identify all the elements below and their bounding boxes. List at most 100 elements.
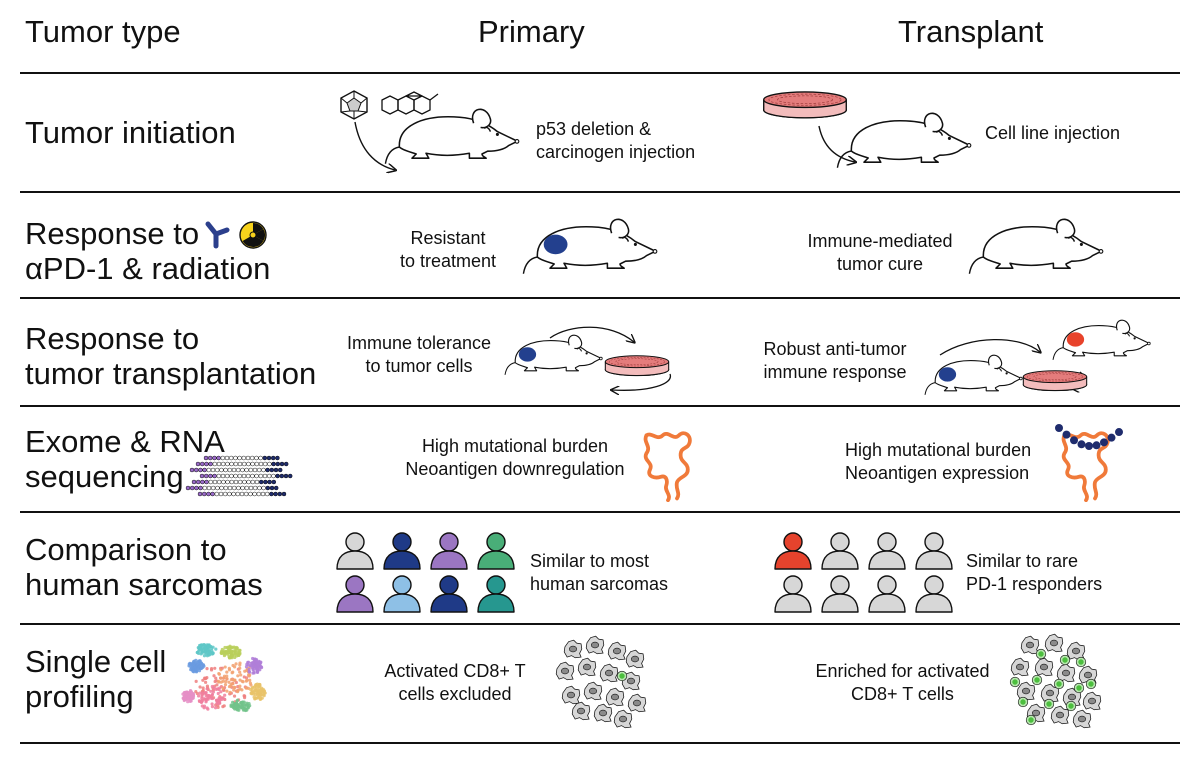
read-base xyxy=(254,461,260,467)
tsne-point xyxy=(230,645,234,649)
tsne-point xyxy=(234,645,239,650)
tsne-point xyxy=(201,663,206,667)
read-base xyxy=(239,491,245,497)
tsne-point xyxy=(205,667,209,671)
tsne-point xyxy=(254,666,259,670)
person-icon xyxy=(821,532,859,570)
text-line: immune response xyxy=(763,362,907,382)
tsne-point xyxy=(247,702,251,706)
read-base xyxy=(244,467,249,473)
read-base xyxy=(273,485,279,491)
people-grid-transplant xyxy=(774,532,953,613)
neoantigen-bead xyxy=(1092,441,1101,450)
tsne-point xyxy=(242,675,246,679)
person-icon xyxy=(430,532,468,570)
read-base xyxy=(219,485,224,491)
read-base xyxy=(273,467,279,473)
intestine-icon xyxy=(640,430,696,502)
read-base xyxy=(235,467,241,473)
tsne-point xyxy=(260,696,264,700)
read-base xyxy=(250,479,256,485)
read-base xyxy=(189,467,195,473)
read-base xyxy=(218,491,224,497)
tsne-point xyxy=(217,701,222,705)
tsne-point xyxy=(227,668,232,672)
tumor-cell xyxy=(1082,691,1102,711)
tsne-point xyxy=(223,645,227,650)
read-base xyxy=(269,491,274,497)
tsne-point xyxy=(228,690,232,694)
read-base xyxy=(229,461,234,467)
tsne-point xyxy=(199,662,203,666)
tsne-point xyxy=(192,662,196,666)
tsne-point xyxy=(240,702,244,706)
read-base xyxy=(281,491,287,497)
tsne-point xyxy=(225,670,229,674)
tsne-point xyxy=(248,678,252,682)
tsne-point xyxy=(230,650,234,654)
tsne-point xyxy=(238,666,242,670)
read-base xyxy=(219,467,224,473)
read-base xyxy=(258,473,264,479)
read-base xyxy=(195,479,201,485)
read-base xyxy=(250,473,255,479)
tsne-point xyxy=(223,665,227,669)
tsne-point xyxy=(203,650,207,654)
read-base xyxy=(224,455,230,461)
tumor-cell xyxy=(563,639,583,659)
tsne-point xyxy=(210,702,214,706)
read-base xyxy=(233,455,238,461)
row-divider xyxy=(20,191,1180,193)
mouse-icon xyxy=(968,212,1108,288)
tsne-point xyxy=(238,663,242,667)
tsne-point xyxy=(216,691,220,696)
text-line: Neoantigen downregulation xyxy=(405,459,625,479)
tsne-point xyxy=(235,708,240,712)
tsne-point xyxy=(247,669,251,674)
row-label-single-cell: Single cell profiling xyxy=(25,644,166,714)
read-base xyxy=(256,467,262,473)
sequencing-reads-icon xyxy=(185,455,293,497)
read-base xyxy=(201,491,207,497)
read-base xyxy=(233,479,239,485)
text-line: Enriched for activated xyxy=(815,661,990,681)
tsne-point xyxy=(210,692,215,697)
tsne-point xyxy=(225,645,229,649)
tsne-point xyxy=(212,686,216,690)
row-label-human-comparison: Comparison to human sarcomas xyxy=(25,532,263,602)
read-base xyxy=(206,491,211,497)
read-base xyxy=(269,485,275,491)
text-line: to tumor cells xyxy=(365,356,473,376)
tumor-blue xyxy=(938,367,957,382)
tsne-point xyxy=(231,700,235,704)
cd8-t-cell xyxy=(1017,696,1029,708)
read-base xyxy=(279,461,285,467)
read-base xyxy=(221,479,226,485)
tsne-point xyxy=(181,692,185,696)
tsne-point xyxy=(214,676,218,680)
primary-initiation-text: p53 deletion & carcinogen injection xyxy=(536,118,695,164)
tsne-point xyxy=(245,678,249,682)
read-base xyxy=(220,455,226,461)
injection-arrow xyxy=(818,125,865,174)
tsne-point xyxy=(204,680,208,684)
read-base xyxy=(267,479,272,485)
primary-singlecell-text: Activated CD8+ T cells excluded xyxy=(370,660,540,706)
tumor-cell xyxy=(1010,657,1030,677)
tsne-point xyxy=(207,653,212,657)
tsne-point xyxy=(262,689,266,693)
tsne-point xyxy=(189,666,193,671)
tsne-point xyxy=(256,663,260,667)
read-base xyxy=(203,473,209,479)
label-line: profiling xyxy=(25,679,134,714)
tsne-point xyxy=(200,649,204,653)
text-line: p53 deletion & xyxy=(536,119,652,139)
person-icon xyxy=(336,532,374,570)
tsne-point xyxy=(232,694,237,698)
tsne-point xyxy=(209,667,214,671)
tsne-point xyxy=(221,686,225,691)
read-base xyxy=(216,479,222,485)
row-label-response-transplantation: Response to tumor transplantation xyxy=(25,321,316,391)
read-base xyxy=(210,467,216,473)
label-line: human sarcomas xyxy=(25,567,263,602)
